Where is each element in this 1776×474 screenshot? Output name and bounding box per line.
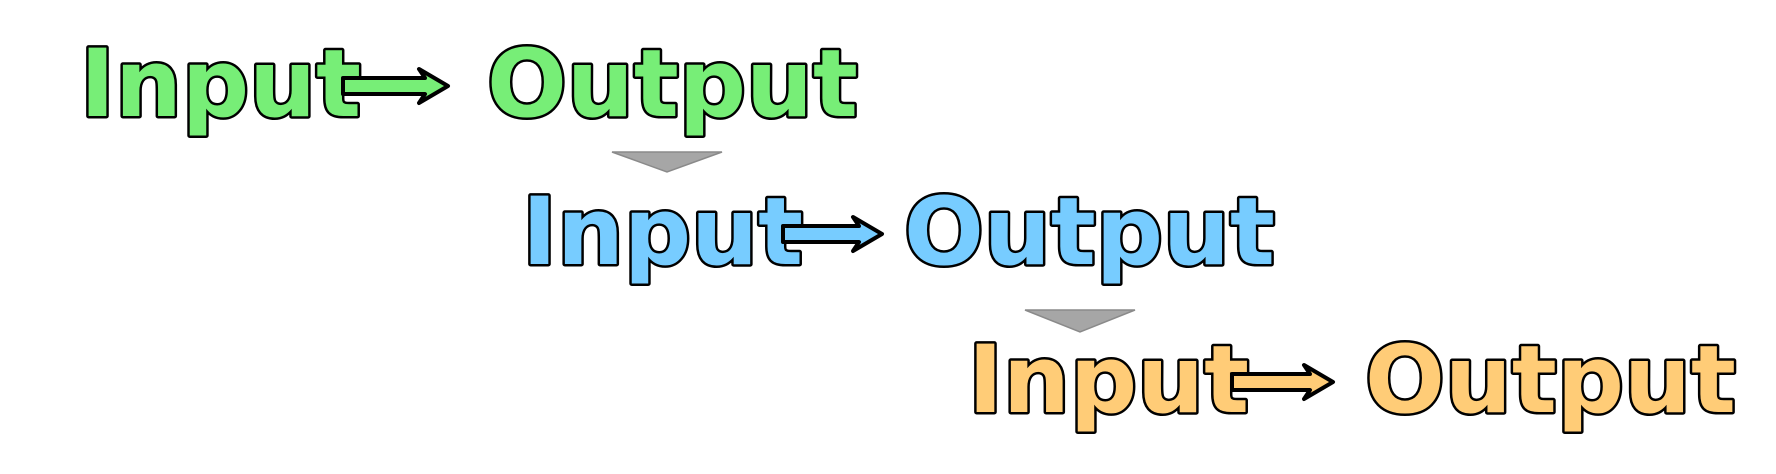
row-3-output-label: Output	[1365, 326, 1736, 435]
row-2-output-label: Output	[904, 178, 1275, 287]
row-1-right-arrow-icon	[341, 67, 450, 105]
row-1: Input Output	[78, 28, 861, 142]
row-1-output-label: Output	[487, 30, 858, 139]
row-2-input-label: Input	[522, 178, 803, 287]
row-1-input-label: Input	[80, 30, 361, 139]
row-3: Input Output	[966, 324, 1739, 438]
down-triangle-icon	[1024, 309, 1136, 333]
row-3-input-label: Input	[968, 326, 1249, 435]
down-triangle-icon	[611, 151, 723, 173]
row-2-right-arrow-icon	[781, 215, 884, 253]
row-2: Input Output	[520, 176, 1278, 290]
row-3-right-arrow-icon	[1230, 363, 1335, 401]
